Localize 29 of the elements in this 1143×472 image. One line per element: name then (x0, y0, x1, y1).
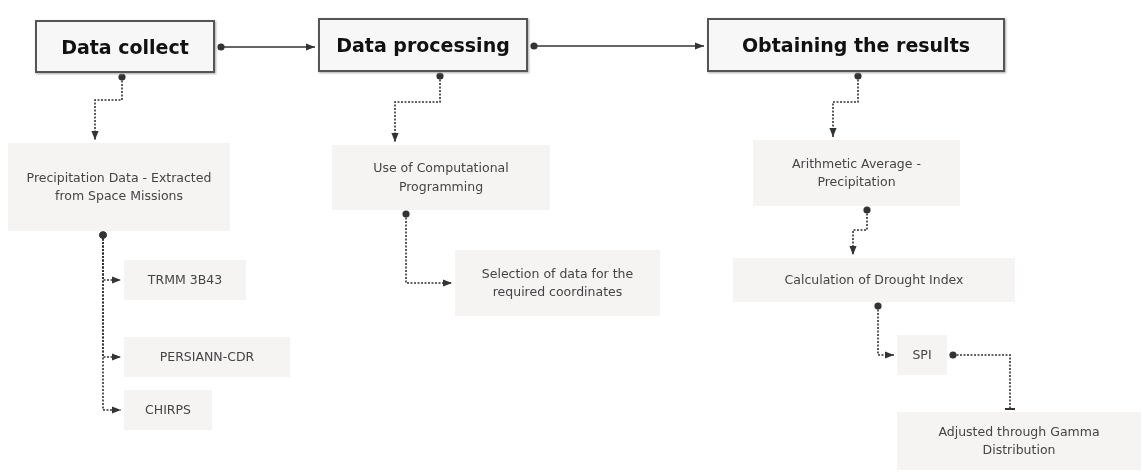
stage-title: Obtaining the results (741, 34, 971, 56)
step-text: Use of Computational Programming (372, 159, 510, 196)
step-text: TRMM 3B43 (146, 270, 224, 289)
step-text: Precipitation Data - Extracted from Space Missions (25, 168, 213, 205)
stage-title: Data collect (61, 35, 189, 58)
step-box (753, 140, 960, 206)
stage-title: Data processing (336, 34, 510, 56)
stage-box (35, 20, 215, 73)
step-text: Arithmetic Average - Precipitation (791, 154, 922, 191)
connector-arrow (829, 72, 862, 138)
step-box (8, 143, 230, 231)
connector-arrow (391, 72, 444, 143)
step-text: Selection of data for the required coordinates (480, 264, 635, 301)
step-text: SPI (911, 345, 933, 364)
connector-arrow (874, 302, 895, 359)
step-box (733, 258, 1015, 302)
stage-box (318, 18, 528, 72)
connector-arrow (91, 73, 126, 141)
connector-arrow (849, 206, 871, 256)
connector-arrow (402, 210, 453, 287)
step-text: CHIRPS (144, 400, 192, 419)
connector-arrow (217, 43, 316, 51)
step-box (332, 145, 550, 210)
connector-arrow (99, 231, 122, 414)
stage-box (707, 18, 1005, 72)
step-text: Adjusted through Gamma Distribution (937, 422, 1101, 459)
step-text: PERSIANN-CDR (158, 347, 256, 366)
step-text: Calculation of Drought Index (783, 270, 965, 289)
connector-arrow (530, 42, 705, 50)
